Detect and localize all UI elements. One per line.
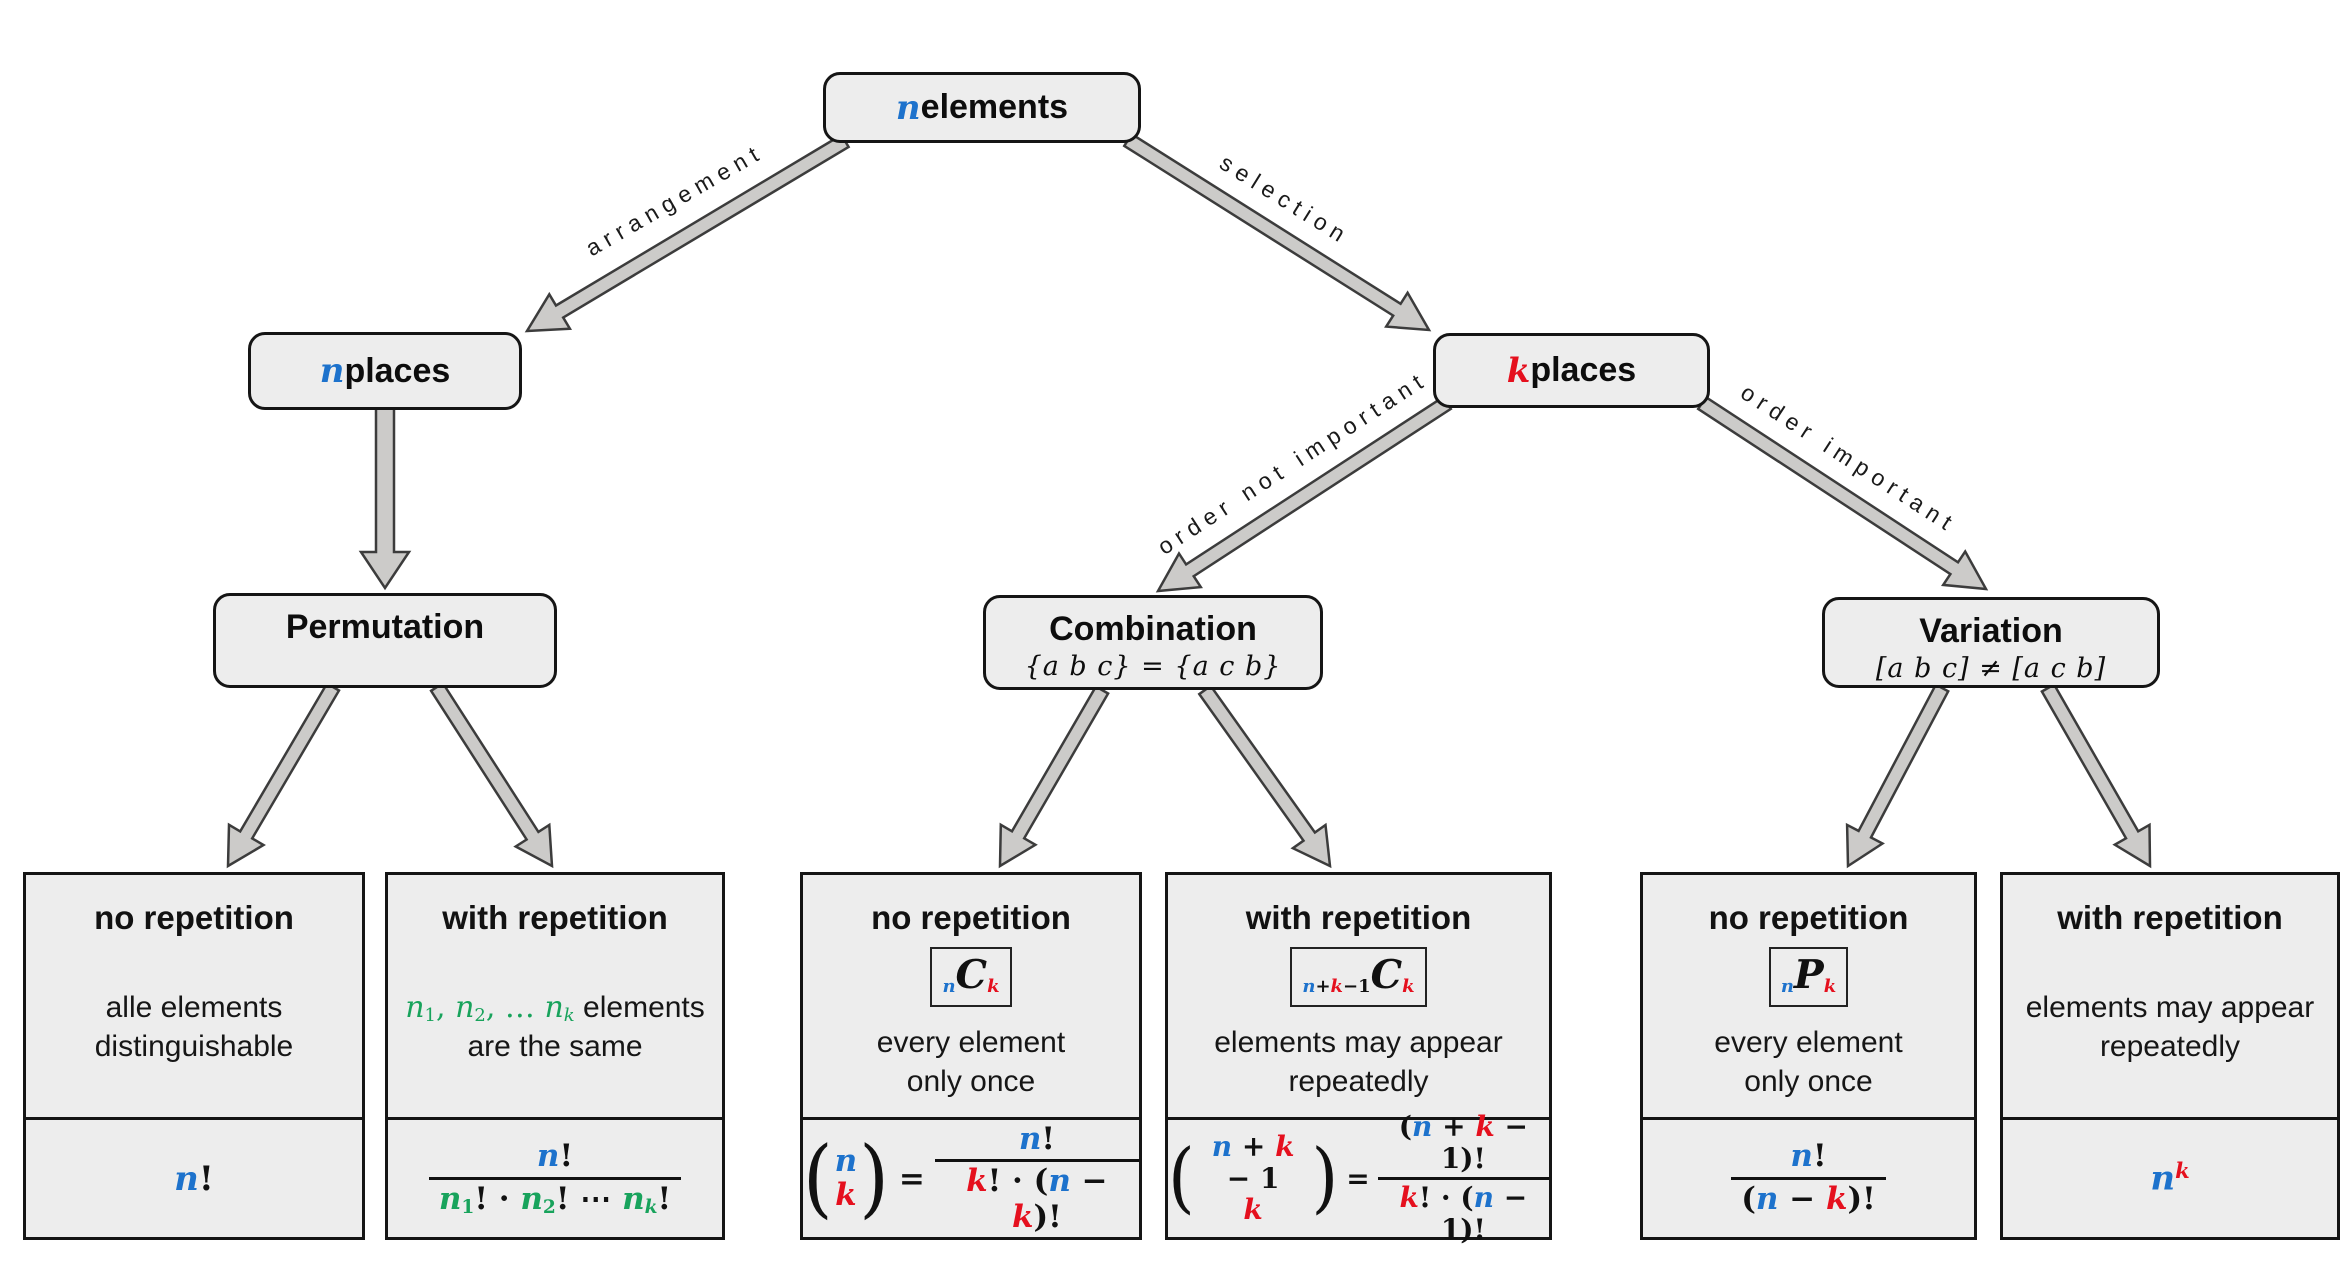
node-combination: Combination {a b c} = {a c b} bbox=[983, 595, 1323, 690]
badge-nPk: nPk bbox=[1768, 947, 1849, 1008]
combination-title: Combination bbox=[1049, 610, 1257, 648]
leaf-combination-no-repetition: no repetition nCk every element only onc… bbox=[800, 872, 1142, 1240]
n-elements-label: elements bbox=[920, 88, 1069, 126]
arrow-permutation-to-with-repetition bbox=[429, 681, 554, 869]
arrow-variation-to-no-repetition bbox=[1845, 683, 1950, 869]
leaf-header: with repetition bbox=[442, 899, 668, 936]
leaf-header: no repetition bbox=[1708, 899, 1909, 936]
variation-example: [a b c] ≠ [a c b] bbox=[1875, 652, 2107, 684]
leaf-description: elements may appear repeatedly bbox=[1214, 1026, 1503, 1099]
arrow-order-not-important bbox=[1155, 395, 1453, 593]
k-variable: k bbox=[1506, 350, 1531, 391]
leaf-description: every element only once bbox=[876, 1026, 1066, 1099]
leaf-variation-with-repetition: with repetition elements may appear repe… bbox=[2000, 872, 2340, 1240]
arrow-selection bbox=[1122, 132, 1432, 332]
node-variation: Variation [a b c] ≠ [a c b] bbox=[1822, 597, 2160, 688]
leaf-header: with repetition bbox=[2057, 899, 2283, 936]
formula-n-power-k: nk bbox=[2003, 1117, 2337, 1237]
formula-multiset-coefficient: ( n + k − 1 k ) = (n + k − 1)! k! · (n −… bbox=[1168, 1110, 1549, 1246]
node-n-places: n places bbox=[248, 332, 522, 410]
formula-binomial-coefficient: ( n k ) = n! k! · (n − k)! bbox=[803, 1117, 1139, 1237]
node-n-elements: n elements bbox=[823, 72, 1141, 143]
leaf-description: every element only once bbox=[1714, 1026, 1903, 1099]
badge-nCk: nCk bbox=[930, 947, 1012, 1008]
n-variable: n bbox=[895, 87, 921, 128]
arrow-combination-to-no-repetition bbox=[998, 684, 1110, 869]
left-paren: ( bbox=[803, 1128, 833, 1227]
leaf-variation-no-repetition: no repetition nPk every element only onc… bbox=[1640, 872, 1977, 1240]
permutation-title: Permutation bbox=[285, 608, 485, 646]
node-k-places: k places bbox=[1433, 333, 1710, 408]
badge-n+k-1Ck: n+k−1Ck bbox=[1290, 947, 1427, 1008]
arrow-combination-to-with-repetition bbox=[1197, 684, 1332, 869]
arrow-permutation-to-no-repetition bbox=[226, 681, 341, 869]
arrow-n-places-to-permutation bbox=[358, 406, 412, 591]
left-paren: ( bbox=[1168, 1133, 1195, 1223]
combination-example: {a b c} = {a c b} bbox=[1024, 650, 1282, 682]
arrow-arrangement bbox=[524, 133, 851, 333]
equals-sign: = bbox=[1346, 1162, 1370, 1195]
leaf-permutation-no-repetition: no repetition alle elements distinguisha… bbox=[23, 872, 365, 1240]
n-variable: n bbox=[319, 351, 345, 391]
node-permutation: Permutation bbox=[213, 593, 557, 688]
arrow-variation-to-with-repetition bbox=[2040, 682, 2152, 869]
n-places-label: places bbox=[344, 351, 451, 390]
arrow-order-important bbox=[1696, 395, 1989, 591]
leaf-permutation-with-repetition: with repetition n1, n2, … nk elements ar… bbox=[385, 872, 725, 1240]
leaf-header: no repetition bbox=[94, 899, 294, 936]
leaf-combination-with-repetition: with repetition n+k−1Ck elements may app… bbox=[1165, 872, 1552, 1246]
leaf-header: with repetition bbox=[1245, 899, 1472, 936]
leaf-description: elements may appear repeatedly bbox=[2025, 991, 2315, 1063]
formula-n-factorial: n! bbox=[26, 1117, 362, 1237]
formula-partial-permutation: n! (n − k)! bbox=[1643, 1117, 1974, 1237]
leaf-header: no repetition bbox=[871, 899, 1071, 936]
formula-multiset-permutation: n! n1! · n2! ⋯ nk! bbox=[388, 1117, 722, 1237]
variation-title: Variation bbox=[1919, 612, 2063, 650]
k-places-label: places bbox=[1530, 351, 1637, 389]
leaf-description: alle elements distinguishable bbox=[94, 991, 294, 1063]
equals-sign: = bbox=[898, 1160, 925, 1197]
right-paren: ) bbox=[859, 1128, 889, 1227]
leaf-description: n1, n2, … nk elements are the same bbox=[405, 989, 705, 1064]
right-paren: ) bbox=[1311, 1133, 1339, 1223]
